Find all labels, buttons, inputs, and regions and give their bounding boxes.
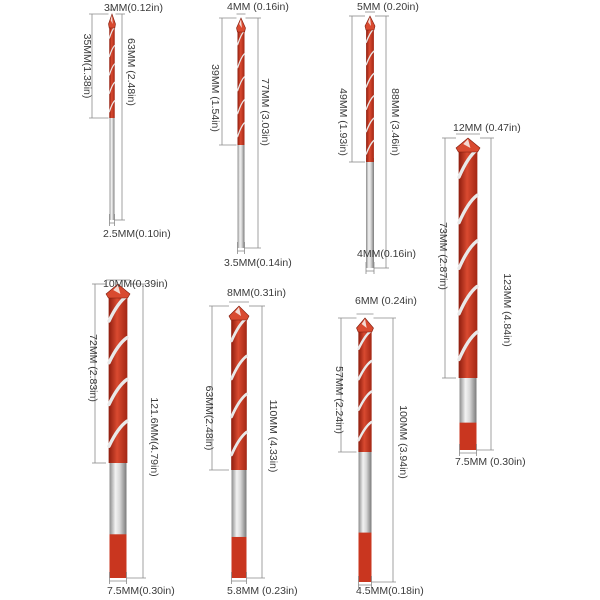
spiral-groove	[107, 419, 129, 448]
tip-highlight	[235, 307, 241, 316]
spiral-groove	[107, 335, 129, 365]
tip-highlight	[110, 15, 113, 24]
spiral-groove	[365, 139, 375, 155]
spiral-groove	[108, 100, 116, 113]
overall-length-label: 100MM (3.94in)	[397, 405, 409, 479]
drill-bit-12mm: 12MM (0.47in) 73MM (2.87in) 123MM (4.84in)…	[437, 122, 526, 468]
spiral-groove	[357, 420, 373, 442]
spiral-groove	[357, 390, 373, 411]
flute-length-label: 73MM (2.87in)	[437, 222, 449, 290]
drill-bit-5mm: 5MM (0.20in) 49MM (1.93in) 88MM (3.46in) 4M…	[337, 1, 419, 274]
spiral-groove	[357, 359, 373, 381]
tip-highlight	[361, 319, 367, 328]
flute	[231, 314, 247, 470]
overall-length-label: 121.6MM(4.79in)	[148, 397, 160, 476]
flute	[237, 26, 245, 145]
spiral-groove	[230, 392, 248, 419]
tip-diameter-label: 6MM (0.24in)	[355, 295, 417, 307]
tip-diameter-label: 3MM(0.12in)	[104, 2, 163, 14]
flute	[109, 22, 115, 118]
flute-length-label: 57MM (2.24in)	[333, 366, 345, 434]
spiral-groove	[457, 239, 479, 270]
shank-diameter-label: 4MM(0.16in)	[357, 248, 416, 260]
shank	[366, 158, 374, 268]
shank-end	[109, 534, 127, 578]
tip-diameter-label: 5MM (0.20in)	[357, 1, 419, 13]
tip-diameter-label: 8MM(0.31in)	[227, 287, 286, 299]
tip-diameter-label: 4MM (0.16in)	[227, 1, 289, 13]
overall-length-label: 123MM (4.84in)	[501, 273, 513, 347]
spiral-groove	[230, 430, 248, 457]
flute	[108, 292, 128, 463]
shank-diameter-label: 3.5MM(0.14in)	[224, 257, 292, 269]
flute-length-label: 63MM(2.48in)	[203, 386, 215, 451]
flute-length-label: 39MM (1.54in)	[209, 64, 221, 132]
overall-length-label: 63MM (2.48in)	[125, 38, 137, 106]
drill-bit-3mm: 3MM(0.12in) 35MM(1.38in) 63MM (2.48in) 2.5M…	[81, 2, 171, 240]
shank-diameter-label: 5.8MM (0.23in)	[227, 585, 298, 597]
drill-bit-6mm: 6MM (0.24in) 57MM (2.24in) 100MM (3.94in) 4…	[333, 295, 424, 597]
tip-diameter-label: 12MM (0.47in)	[453, 122, 521, 134]
overall-length-label: 88MM (3.46in)	[389, 88, 401, 156]
spiral-groove	[457, 284, 479, 316]
shank	[109, 114, 115, 220]
shank-diameter-label: 4.5MM(0.18in)	[356, 585, 424, 597]
flute	[366, 24, 374, 162]
flute	[458, 146, 478, 378]
flute-length-label: 35MM(1.38in)	[81, 34, 93, 99]
spiral-groove	[365, 72, 375, 88]
shank-diameter-label: 7.5MM(0.30in)	[107, 585, 175, 597]
tip-diameter-label: 10MM(0.39in)	[103, 278, 168, 290]
spiral-groove	[365, 50, 375, 66]
spiral-groove	[236, 122, 246, 138]
spiral-groove	[108, 63, 116, 76]
overall-length-label: 77MM (3.03in)	[259, 78, 271, 146]
tip-highlight	[368, 17, 371, 26]
spiral-groove	[236, 53, 246, 69]
drill-bit-4mm: 4MM (0.16in) 39MM (1.54in) 77MM (3.03in) 3.…	[209, 1, 292, 269]
flute-length-label: 49MM (1.93in)	[337, 88, 349, 156]
spiral-groove	[457, 193, 479, 225]
tip-highlight	[463, 139, 471, 148]
shank-diameter-label: 2.5MM(0.10in)	[103, 228, 171, 240]
spiral-groove	[236, 99, 246, 115]
spiral-groove	[457, 330, 479, 362]
spiral-groove	[230, 354, 248, 381]
shank	[237, 141, 245, 248]
flute-length-label: 72MM (2.83in)	[87, 334, 99, 402]
drill-bit-8mm: 8MM(0.31in) 63MM(2.48in) 110MM (4.33in) 5.8…	[203, 287, 298, 597]
flute	[358, 326, 372, 452]
overall-length-label: 110MM (4.33in)	[267, 400, 279, 473]
spiral-groove	[107, 377, 129, 407]
spiral-groove	[365, 95, 375, 110]
spiral-groove	[108, 81, 116, 94]
shank-end	[459, 422, 477, 450]
tip-highlight	[239, 19, 242, 28]
shank-end	[231, 536, 247, 578]
shank-diameter-label: 7.5MM (0.30in)	[455, 456, 526, 468]
spiral-groove	[365, 117, 375, 133]
tip-highlight	[113, 285, 121, 294]
spiral-groove	[236, 76, 246, 92]
drill-bit-10mm: 10MM(0.39in) 72MM (2.83in) 121.6MM(4.79in)…	[87, 278, 175, 597]
shank-end	[358, 532, 372, 582]
spiral-groove	[108, 44, 116, 58]
